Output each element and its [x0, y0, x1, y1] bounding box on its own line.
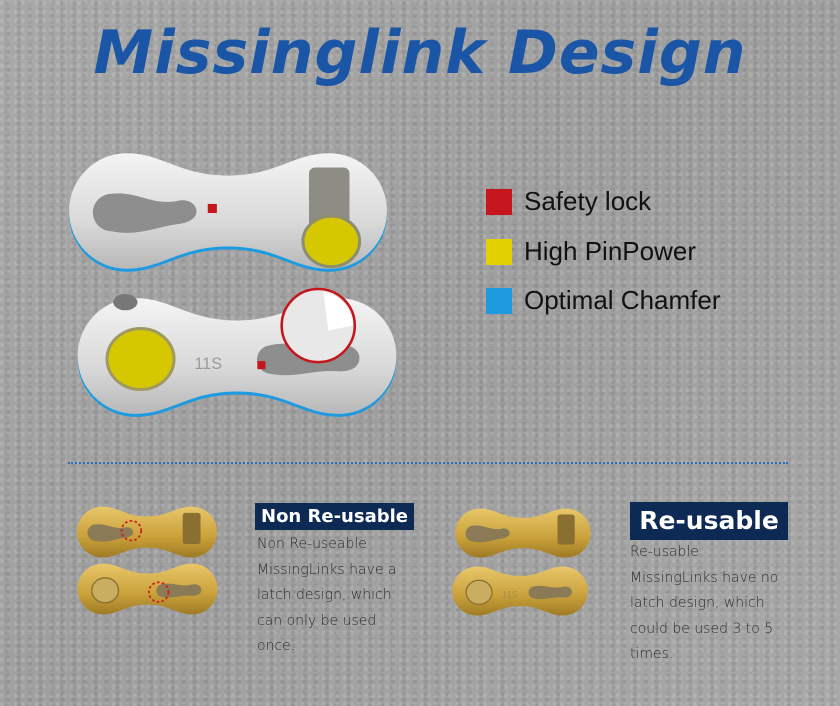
legend-item-safety-lock: Safety lock	[486, 186, 651, 217]
description-line: times.	[630, 646, 674, 662]
description-line: can only be used	[257, 612, 377, 629]
legend-label: Optimal Chamfer	[524, 285, 721, 315]
description-line: could be used 3 to 5	[630, 620, 774, 637]
pin-power-marker	[105, 327, 176, 392]
blue-swatch-icon	[486, 287, 512, 314]
silver-link-top-illustration	[66, 145, 390, 277]
red-swatch-icon	[486, 188, 512, 215]
link-engraving: 11S	[502, 589, 518, 600]
description-line: MissingLinks have a	[257, 561, 397, 578]
non-reusable-description: Non Re-useable MissingLinks have a latch…	[257, 532, 397, 660]
legend-item-high-pinpower: High PinPower	[486, 236, 696, 267]
safety-lock-marker	[257, 361, 266, 370]
reusable-description: Re-usable MissingLinks have no latch des…	[630, 540, 778, 668]
legend-item-optimal-chamfer: Optimal Chamfer	[486, 285, 721, 316]
gold-link-reusable-illustration-2: 11S	[440, 563, 600, 619]
silver-link-bottom-illustration: 11S	[68, 287, 406, 422]
description-line: latch design, which	[257, 587, 392, 603]
dotted-divider	[68, 462, 788, 464]
description-line: latch design, which	[630, 595, 765, 611]
gold-link-reusable-illustration	[448, 505, 598, 561]
legend-label: High PinPower	[524, 236, 696, 266]
page-title: Missinglink Design	[93, 18, 747, 88]
gold-link-non-reusable-illustration-2	[70, 560, 225, 618]
safety-lock-marker	[207, 203, 217, 214]
yellow-swatch-icon	[486, 238, 512, 265]
pin-power-marker	[301, 214, 362, 269]
description-line: MissingLinks have no	[630, 569, 779, 586]
reusable-heading: Re-usable	[630, 502, 788, 540]
description-line: Re-usable	[630, 544, 699, 560]
non-reusable-heading: Non Re-usable	[255, 503, 414, 530]
link-engraving: 11S	[194, 355, 222, 373]
description-line: once.	[257, 638, 296, 654]
gold-link-non-reusable-illustration	[72, 503, 222, 561]
legend-label: Safety lock	[524, 186, 652, 216]
description-line: Non Re-useable	[257, 536, 367, 552]
